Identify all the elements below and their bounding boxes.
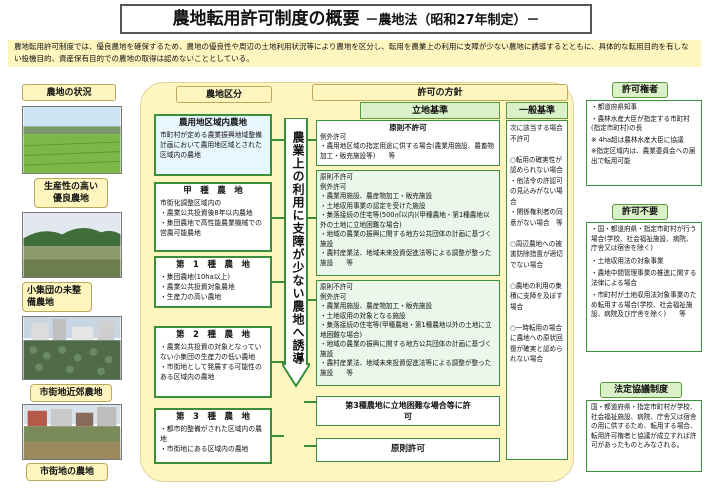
authority-note: ※ 4ha超は農林水産大臣に協議 [591, 135, 684, 144]
location-criteria-header: 立地基準 [360, 102, 500, 119]
guidance-arrow-text: 農業上の利用に支障が少ない農地へ誘導 [291, 131, 305, 365]
title-main: 農地転用許可制度の概要 [172, 9, 360, 29]
no-permit-header: 許可不要 [612, 204, 668, 220]
criterion-class-3: 原則許可 [316, 438, 500, 462]
photo-suburban-field [22, 316, 122, 380]
farm-label-3: 市街地近郊農地 [30, 384, 112, 402]
criterion-class-2-condition: 第3種農地に立地困難な場合等に許可 [316, 396, 500, 426]
permit-authority-header: 許可権者 [612, 82, 668, 98]
zone-body: ・都市的整備がされた区域内の農地 ・市街地にある区域内の農地 [160, 425, 262, 453]
zone-class-a: 甲 種 農 地 市街化調整区域内の ・農業公共投資後8年以内農地 ・集団農地で高… [154, 182, 272, 252]
policy-header: 許可の方針 [312, 84, 568, 101]
zone-title: 甲 種 農 地 [183, 186, 243, 196]
no-permit-item: ・市町村が土地収用法対象事業のため転用する場合(学校、社会福祉施設、病院及び庁舎… [591, 291, 697, 318]
permit-authority-box: ・都道府県知事 ・農林水産大臣が指定する市町村(指定市町村)の長 ※ 4ha超は… [586, 100, 702, 186]
criterion-title: 第3種農地に立地困難な場合等に許可 [345, 401, 471, 421]
zone-title: 第 2 種 農 地 [176, 330, 250, 340]
general-criteria-header: 一般基準 [506, 102, 568, 119]
zone-connectors [272, 139, 316, 447]
zone-body: ・集団農地(10ha以上) ・農業公共投資対象農地 ・生産力の高い農地 [160, 273, 235, 301]
general-criteria-box: 次に該当する場合不許可 ○転用の確実性が認められない場合 ・他法令の許認可の見込… [506, 120, 568, 460]
photo-paddy-field [22, 106, 122, 174]
zone-body: ・農業公共投資の対象となっていない小集団の生産力の低い農地 ・市街地として発展す… [160, 343, 262, 381]
zoning-header: 農地区分 [176, 86, 272, 103]
zone-class-1: 第 1 種 農 地 ・集団農地(10ha以上) ・農業公共投資対象農地 ・生産力… [154, 256, 272, 308]
farm-label-4: 市街地の農地 [26, 463, 108, 481]
authority-item: ・都道府県知事 [591, 103, 638, 111]
farm-label-2: 小集団の未整 備農地 [22, 282, 92, 312]
consultation-box: 国・都道府県・指定市町村が学校、社会福祉施設、病院、庁舎又は宿舎の用に供するため… [586, 400, 702, 472]
no-permit-box: ・国・都道府県・指定市町村が行う場合(学校、社会福祉施設、病院、庁舎又は宿舎を除… [586, 222, 702, 352]
zone-body: 市街化調整区域内の ・農業公共投資後8年以内農地 ・集団農地で高性能農業機械での… [160, 199, 262, 237]
criterion-class-2: 原則不許可 例外許可 ・農業用施設、農産物加工・販売施設 ・土地収用の対象となる… [316, 280, 500, 386]
zone-agri-promotion: 農用地区域内農地 市町村が定める農業振興地域整備計画において農用地区域とされた区… [154, 114, 272, 176]
page-title: 農地転用許可制度の概要 －農地法（昭和27年制定）－ [120, 4, 592, 34]
criterion-body: 例外許可 ・農業用施設、農産物加工・販売施設 ・土地収用の対象となる施設 ・集落… [320, 292, 492, 377]
zone-title: 第 1 種 農 地 [176, 260, 250, 270]
criterion-agri-promotion: 原則不許可 例外許可 ・農用地区域の指定用途に供する場合(農業用施設、農畜物加工… [316, 120, 500, 166]
farm-label-1: 生産性の高い 優良農地 [34, 178, 108, 208]
authority-note: ※指定区域内は、農業委員会への届出で転用可能 [591, 147, 696, 165]
no-permit-item: ・国・都道府県・指定市町村が行う場合(学校、社会福祉施設、病院、庁舎又は宿舎を除… [591, 225, 697, 252]
criterion-title: 原則不許可 [320, 283, 353, 291]
criterion-body: 例外許可 ・農業用施設、農産物加工・販売施設 ・土地収用事業の認定を受けた施設 … [320, 182, 492, 267]
intro-text: 農地転用許可制度では、優良農地を確保するため、農地の優良性や周辺の土地利用状況等… [8, 40, 701, 67]
criterion-title: 原則不許可 [320, 173, 353, 181]
zone-body: 市町村が定める農業振興地域整備計画において農用地区域とされた区域内の農地 [160, 131, 262, 159]
consultation-header: 法定協議制度 [600, 382, 682, 398]
photo-small-field [22, 212, 122, 278]
farm-status-header: 農地の状況 [22, 84, 116, 101]
zone-title: 農用地区域内農地 [178, 118, 247, 128]
title-sub: －農地法（昭和27年制定）－ [365, 13, 540, 28]
criterion-title: 原則許可 [390, 444, 425, 455]
no-permit-item: ・農地中間管理事業の推進に関する法律による場合 [591, 269, 697, 287]
guidance-arrow [282, 118, 310, 388]
no-permit-item: ・土地収用法の対象事業 [591, 256, 664, 265]
photo-urban-field [22, 404, 122, 460]
zone-class-2: 第 2 種 農 地 ・農業公共投資の対象となっていない小集団の生産力の低い農地 … [154, 326, 272, 398]
zone-title: 第 3 種 農 地 [176, 412, 250, 422]
criterion-title: 原則不許可 [389, 123, 427, 132]
zone-class-3: 第 3 種 農 地 ・都市的整備がされた区域内の農地 ・市街地にある区域内の農地 [154, 408, 272, 464]
authority-item: ・農林水産大臣が指定する市町村(指定市町村)の長 [591, 114, 690, 133]
criterion-class-a-1: 原則不許可 例外許可 ・農業用施設、農産物加工・販売施設 ・土地収用事業の認定を… [316, 170, 500, 276]
criterion-body: 例外許可 ・農用地区域の指定用途に供する場合(農業用施設、農畜物加工・販売施設等… [320, 132, 495, 160]
